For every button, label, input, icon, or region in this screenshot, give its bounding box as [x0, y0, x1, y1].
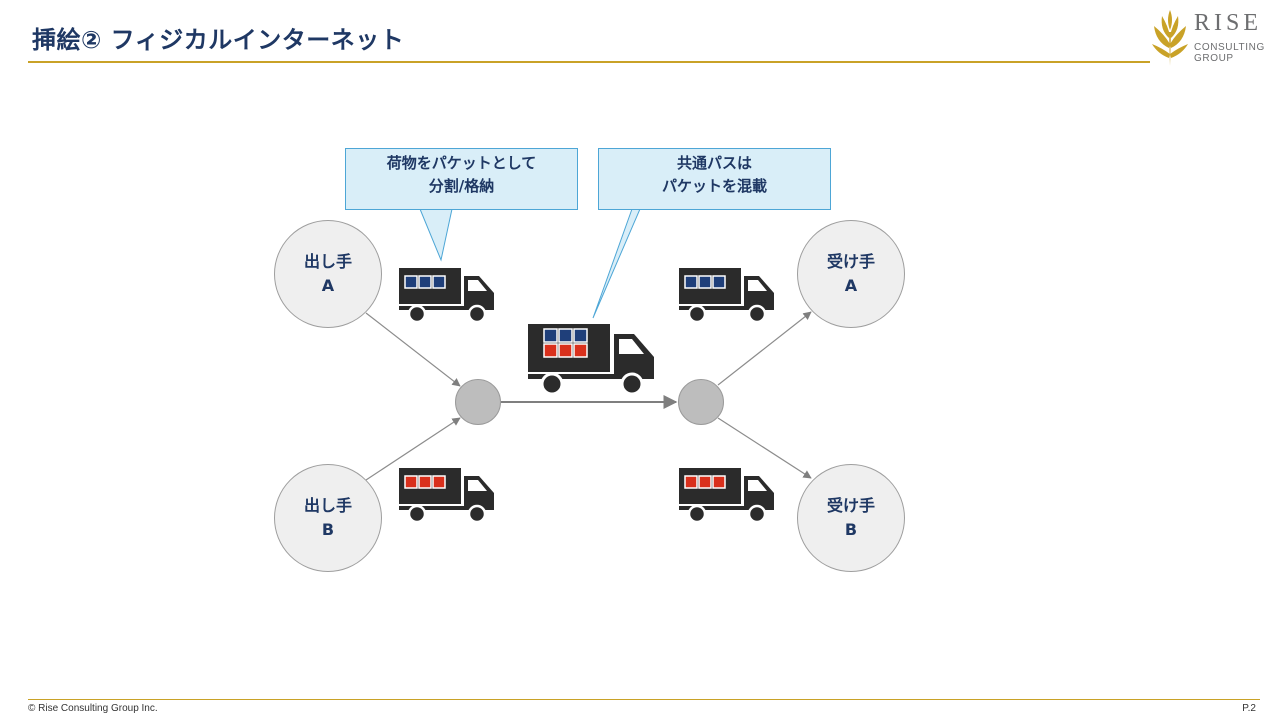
logo-subline-1: CONSULTING	[1194, 42, 1265, 53]
truck-mixed-packets-icon	[528, 324, 654, 396]
sender-a-node: 出し手 A	[274, 220, 382, 328]
edge-sender-a-to-hub	[365, 312, 461, 387]
footer-copyright: © Rise Consulting Group Inc.	[28, 703, 158, 714]
receiver-b-node: 受け手 B	[797, 464, 905, 572]
edge-sender-b-to-hub	[365, 417, 461, 481]
hub-right	[678, 379, 724, 425]
truck-red-packets-icon	[399, 468, 494, 524]
truck-red-packets-out-icon	[679, 468, 774, 524]
sender-b-node: 出し手 B	[274, 464, 382, 572]
callout-1-tail	[419, 208, 453, 262]
callout-1-line-2: 分割/格納	[428, 177, 495, 195]
page-number: P.2	[1242, 703, 1256, 714]
truck-blue-packets-out-icon	[679, 268, 774, 324]
company-logo: RISE CONSULTING GROUP	[1148, 8, 1272, 68]
receiver-a-id: A	[844, 276, 858, 295]
logo-subline-2: GROUP	[1194, 53, 1234, 64]
sender-a-id: A	[321, 276, 335, 295]
logo-wordmark: RISE	[1194, 10, 1263, 36]
truck-blue-packets-icon	[399, 268, 494, 324]
callout-1-line-1: 荷物をパケットとして	[386, 154, 537, 172]
edge-hub-to-receiver-b	[717, 417, 812, 479]
receiver-a-node: 受け手 A	[797, 220, 905, 328]
footer-divider	[28, 699, 1260, 700]
sender-a-label: 出し手	[303, 252, 352, 271]
sender-b-id: B	[321, 520, 335, 539]
sender-b-label: 出し手	[303, 496, 352, 515]
hub-left	[455, 379, 501, 425]
wheat-emblem-icon	[1152, 10, 1188, 66]
title-divider	[28, 61, 1150, 63]
receiver-a-label: 受け手	[826, 252, 875, 271]
callout-consolidate: 共通パスは パケットを混載	[598, 148, 831, 210]
callout-packetize: 荷物をパケットとして 分割/格納	[345, 148, 578, 210]
callout-2-line-1: 共通パスは	[676, 154, 752, 172]
page-title: 挿絵② フィジカルインターネット	[32, 26, 405, 54]
edge-hub-to-receiver-a	[717, 311, 812, 386]
receiver-b-label: 受け手	[826, 496, 875, 515]
callout-2-tail	[592, 208, 641, 319]
callout-2-line-2: パケットを混載	[661, 177, 767, 195]
receiver-b-id: B	[844, 520, 858, 539]
